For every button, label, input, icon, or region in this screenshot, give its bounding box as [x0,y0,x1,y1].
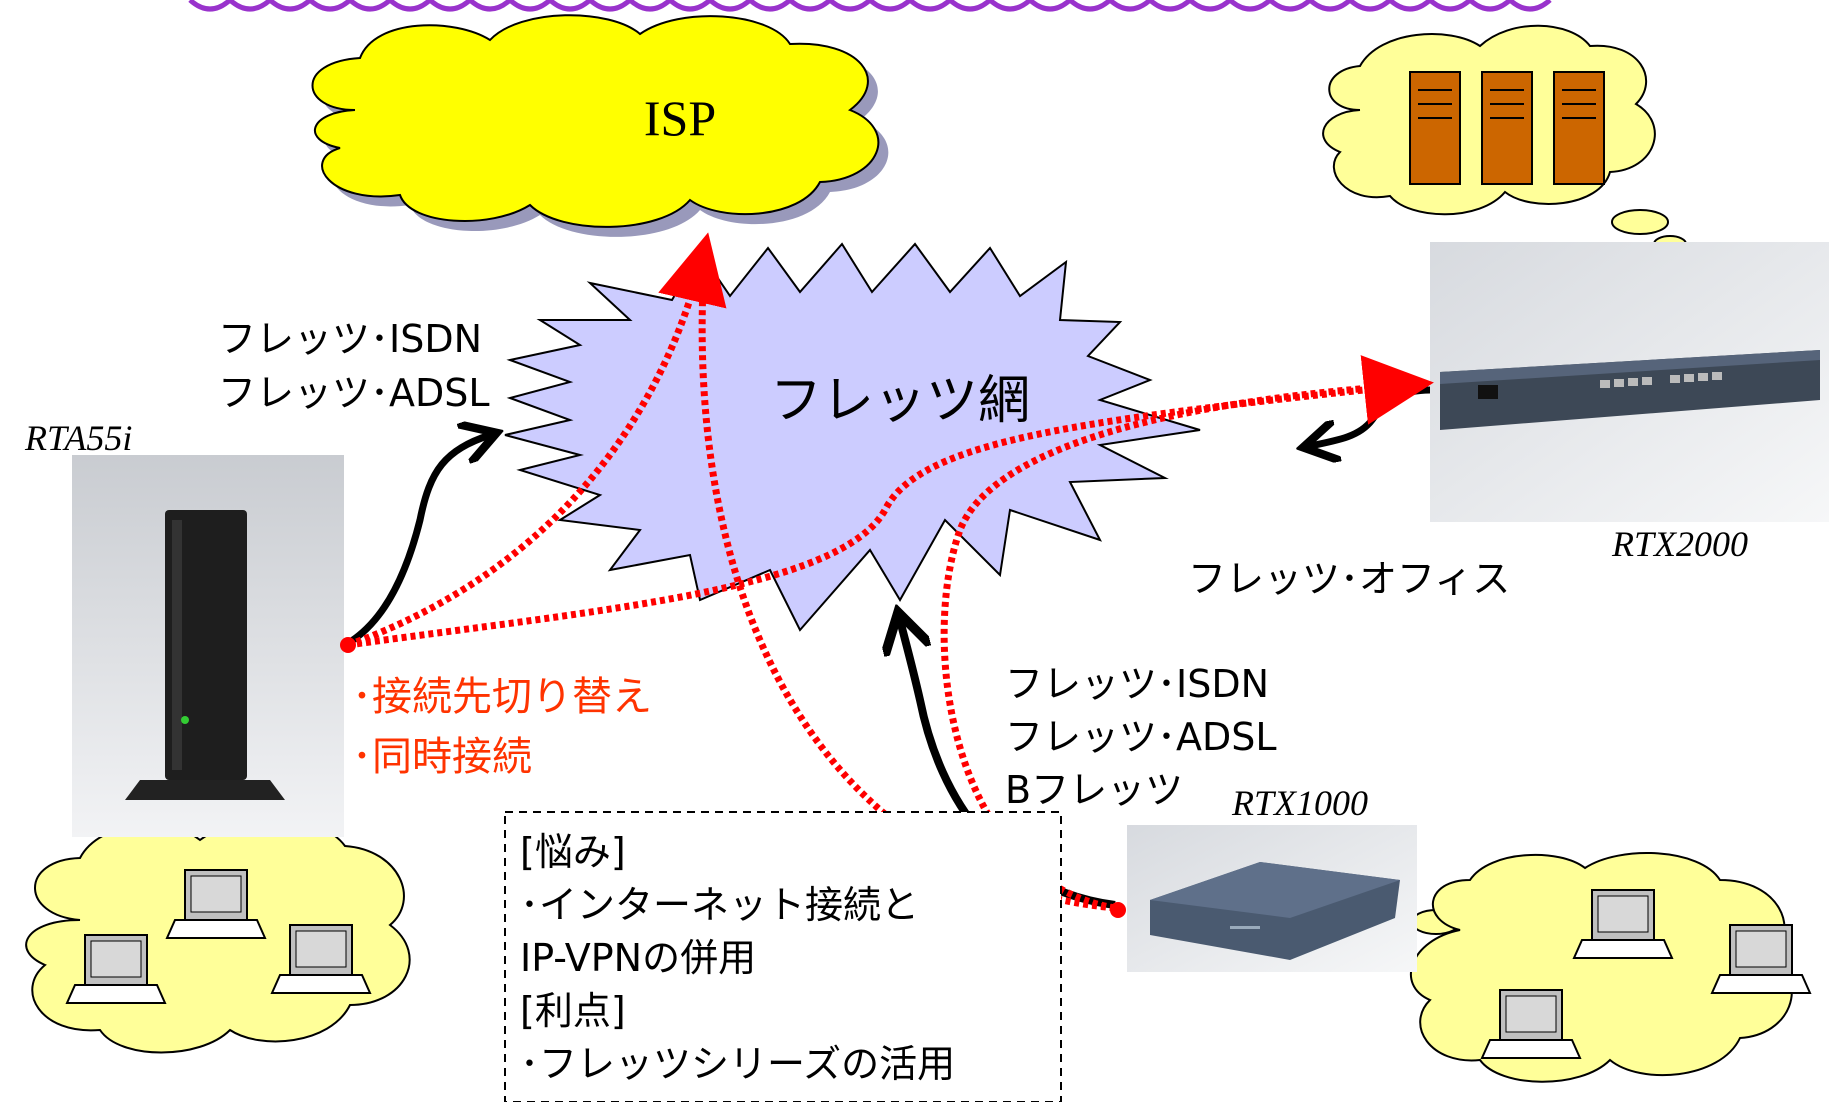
title-decoration [188,0,1552,12]
lan-cloud-right [1410,852,1812,1083]
laptop-icon [270,924,372,994]
server-icon [1481,71,1533,185]
vpn-lines [346,232,1434,912]
isp-label: ISP [644,90,716,146]
feature-simultaneous-connection: ･同時接続 [352,734,532,780]
notes-box: [悩み] ･インターネット接続と IP-VPNの併用 [利点] ･フレッツシリー… [504,811,1062,1102]
server-icon [1409,71,1461,185]
access-line-rtx2000 [1310,386,1431,446]
flets-network-cloud: フレッツ網 [504,242,1201,632]
laptop-icon [165,869,267,939]
laptop-icon [1572,889,1674,959]
rtx1000-photo [1127,825,1417,972]
rtx2000-photo [1430,242,1829,522]
laptop-icon [1710,924,1812,994]
benefit-heading: [利点] [520,989,626,1033]
rta55i-label: RTA55i [24,418,132,458]
rtx1000-endpoint [1110,902,1126,918]
concern-item-2: IP-VPNの併用 [520,936,756,980]
concern-heading: [悩み] [520,830,626,874]
isp-cloud: ISP [311,14,889,237]
access-line-rta55i [343,435,490,649]
lan-cloud-left [25,818,411,1054]
laptop-icon [65,934,167,1004]
server-cloud [1322,24,1687,253]
server-icon [1553,71,1605,185]
left-link-label-1: フレッツ･ISDN [218,317,482,361]
feature-switch-destination: ･接続先切り替え [352,674,652,720]
bottom-link-label-3: Bフレッツ [1005,768,1183,812]
vpn-line-rta55i-rtx2000 [347,355,1434,649]
concern-item-1: ･インターネット接続と [520,883,919,927]
rtx2000-label: RTX2000 [1611,524,1748,564]
bottom-link-label-2: フレッツ･ADSL [1005,715,1277,759]
left-link-label-2: フレッツ･ADSL [218,371,490,415]
vpn-line-rtx1000-rtx2000 [940,380,1426,912]
rta55i-endpoint [340,637,356,653]
laptop-icon [1480,989,1582,1059]
rtx1000-label: RTX1000 [1231,783,1368,823]
bottom-link-label-1: フレッツ･ISDN [1005,662,1269,706]
office-link-label: フレッツ･オフィス [1188,557,1510,601]
benefit-item-1: ･フレッツシリーズの活用 [520,1042,955,1086]
vpn-line-rta55i-isp [346,232,727,649]
rta55i-photo [72,455,344,837]
flets-network-label: フレッツ網 [770,371,1030,431]
